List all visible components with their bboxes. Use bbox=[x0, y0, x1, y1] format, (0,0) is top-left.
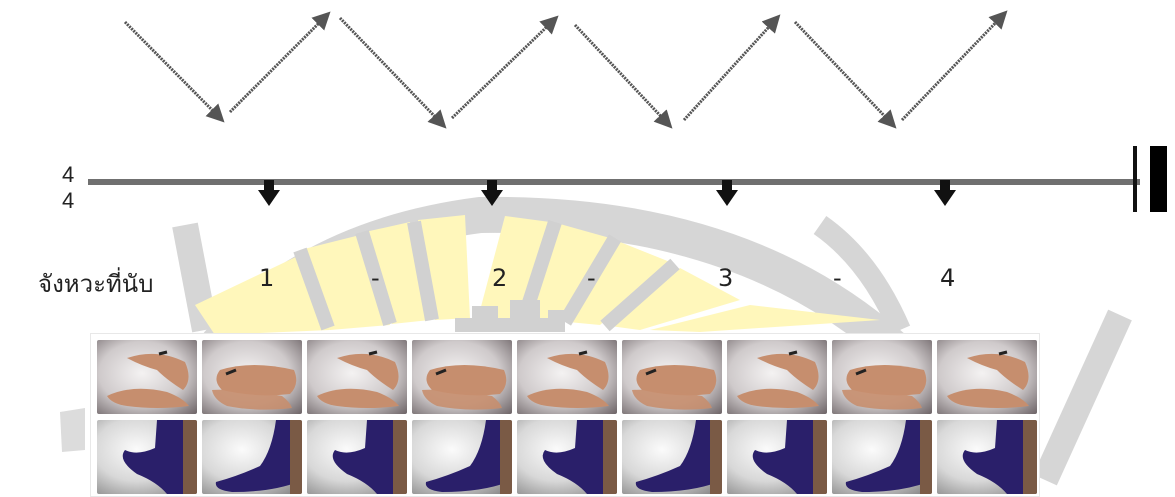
hand-photo-3 bbox=[307, 340, 407, 414]
hand-photo-9 bbox=[937, 340, 1037, 414]
hand-photo-4 bbox=[412, 340, 512, 414]
hand-photo-2 bbox=[202, 340, 302, 414]
count-beat-3: 3 bbox=[718, 264, 734, 292]
down-arrow-2 bbox=[338, 16, 447, 129]
final-barline-thin bbox=[1133, 146, 1137, 212]
time-signature-top: 4 bbox=[62, 162, 75, 187]
final-barline-thick bbox=[1150, 146, 1167, 212]
hand-photo-7 bbox=[727, 340, 827, 414]
hand-photo-1 bbox=[97, 340, 197, 414]
up-arrow-3 bbox=[682, 14, 781, 122]
count-dash-3: - bbox=[833, 264, 842, 292]
up-arrow-1 bbox=[228, 11, 331, 114]
foot-photo-6 bbox=[622, 420, 722, 494]
count-label: จังหวะที่นับ bbox=[38, 270, 154, 298]
up-arrow-2 bbox=[450, 15, 559, 120]
down-arrow-3 bbox=[573, 23, 673, 129]
count-beat-2: 2 bbox=[492, 264, 508, 292]
beat-marker-3 bbox=[716, 180, 738, 206]
hand-photo-5 bbox=[517, 340, 617, 414]
foot-photo-7 bbox=[727, 420, 827, 494]
foot-photo-4 bbox=[412, 420, 512, 494]
foot-photo-5 bbox=[517, 420, 617, 494]
photo-strip bbox=[90, 333, 1040, 497]
rhythm-staff bbox=[88, 146, 1167, 212]
count-dash-2: - bbox=[587, 264, 596, 292]
hand-photo-8 bbox=[832, 340, 932, 414]
count-beat-1: 1 bbox=[259, 264, 275, 292]
foot-photo-9 bbox=[937, 420, 1037, 494]
foot-photo-1 bbox=[97, 420, 197, 494]
foot-photo-8 bbox=[832, 420, 932, 494]
beat-marker-1 bbox=[258, 180, 280, 206]
count-dash-1: - bbox=[371, 264, 380, 292]
beat-marker-2 bbox=[481, 180, 503, 206]
foot-photo-3 bbox=[307, 420, 407, 494]
hand-photo-6 bbox=[622, 340, 722, 414]
time-signature-bottom: 4 bbox=[62, 188, 75, 213]
down-arrow-1 bbox=[123, 20, 225, 123]
beat-marker-4 bbox=[934, 180, 956, 206]
conducting-pattern-arrows bbox=[123, 10, 1008, 129]
up-arrow-4 bbox=[900, 10, 1008, 122]
count-beat-4: 4 bbox=[940, 264, 956, 292]
foot-photo-2 bbox=[202, 420, 302, 494]
